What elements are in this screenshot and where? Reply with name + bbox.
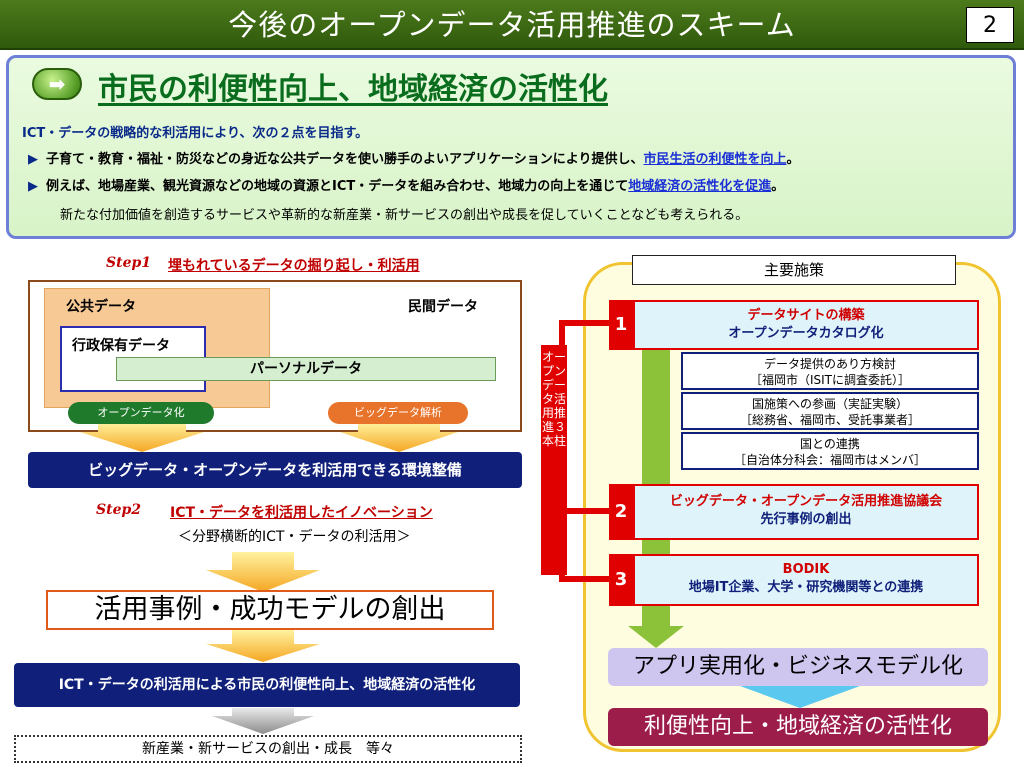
pillar-label: オープンデータ活用推進３本柱 <box>541 350 566 448</box>
bullet-2-text: 例えば、地場産業、観光資源などの地域の資源とICT・データを組み合わせ、地域力の… <box>46 179 629 194</box>
arrow-glyph: ➡ <box>48 72 66 96</box>
bullet-1-text: 子育て・教育・福祉・防災などの身近な公共データを使い勝手のよいアプリケーションに… <box>46 152 644 167</box>
subitem-line2: ［福岡市（ISITに調査委託）］ <box>749 373 911 387</box>
open-data-oval: オープンデータ化 <box>68 402 214 424</box>
environment-bar: ビッグデータ・オープンデータを利活用できる環境整備 <box>28 452 522 488</box>
connector-line <box>559 320 565 350</box>
policy-item-1: データサイトの構築 オープンデータカタログ化 <box>633 300 979 350</box>
policy-item-3: BODIK 地場IT企業、大学・研究機関等との連携 <box>633 554 979 606</box>
bullet-2-link[interactable]: 地域経済の活性化を促進 <box>628 179 772 194</box>
connector-line <box>565 508 609 514</box>
arrow-down-icon <box>80 422 204 452</box>
summary-bullet-2: ▶ 例えば、地場産業、観光資源などの地域の資源とICT・データを組み合わせ、地域力… <box>28 175 784 194</box>
private-data-label: 民間データ <box>408 299 478 315</box>
admin-data-label: 行政保有データ <box>72 338 170 354</box>
policy-item-line2: 先行事例の創出 <box>760 512 852 527</box>
app-business-box: アプリ実用化・ビジネスモデル化 <box>608 648 988 686</box>
result-bar: ICT・データの利活用による市民の利便性向上、地域経済の活性化 <box>14 663 520 707</box>
policy-subitem-2: 国施策への参画（実証実験） ［総務省、福岡市、受託事業者］ <box>681 392 979 430</box>
summary-intro: ICT・データの戦略的な利活用により、次の２点を目指す。 <box>22 126 369 141</box>
step2-label: Step2 <box>96 502 142 518</box>
model-box: 活用事例・成功モデルの創出 <box>46 590 494 630</box>
arrow-down-icon <box>340 422 458 452</box>
policy-item-2: ビッグデータ・オープンデータ活用推進協議会 先行事例の創出 <box>633 484 979 540</box>
pillar-bar <box>541 345 567 575</box>
arrow-down-icon <box>206 630 320 662</box>
new-business-box: 新産業・新サービスの創出・成長 等々 <box>14 735 522 763</box>
arrow-down-icon <box>206 552 320 592</box>
summary-heading: 市民の利便性向上、地域経済の活性化 <box>98 72 608 107</box>
bullet-1-link[interactable]: 市民生活の利便性を向上 <box>643 152 787 167</box>
bullet-icon: ▶ <box>28 152 38 167</box>
policy-number: 1 <box>609 300 633 350</box>
policy-title: 主要施策 <box>632 255 956 285</box>
title-bar <box>0 0 1024 50</box>
summary-note: 新たな付加価値を創造するサービスや革新的な新産業・新サービスの創出や成長を促して… <box>60 208 749 223</box>
policy-item-line1: ビッグデータ・オープンデータ活用推進協議会 <box>669 494 943 509</box>
bullet-1-end: 。 <box>786 152 800 167</box>
public-data-label: 公共データ <box>66 299 136 315</box>
step1-title: 埋もれているデータの掘り起し・利活用 <box>168 258 420 274</box>
policy-item-line2: オープンデータカタログ化 <box>728 326 884 341</box>
bullet-icon: ▶ <box>28 179 38 194</box>
summary-bullet-1: ▶ 子育て・教育・福祉・防災などの身近な公共データを使い勝手のよいアプリケーション… <box>28 148 800 167</box>
step1-label: Step1 <box>106 255 152 271</box>
policy-item-line1: データサイトの構築 <box>747 308 865 323</box>
policy-item-line1: BODIK <box>782 562 830 577</box>
connector-line <box>559 576 609 582</box>
personal-data-label: パーソナルデータ <box>250 361 362 377</box>
step2-subtitle: ＜分野横断的ICT・データの利活用＞ <box>178 529 411 545</box>
policy-subitem-1: データ提供のあり方検討 ［福岡市（ISITに調査委託）］ <box>681 352 979 390</box>
summary-panel <box>6 55 1016 239</box>
personal-data-box <box>116 357 496 381</box>
arrow-down-icon <box>740 686 860 708</box>
page-number: 2 <box>966 7 1014 43</box>
subitem-line1: 国との連携 <box>800 437 860 451</box>
big-data-oval: ビッグデータ解析 <box>328 402 468 424</box>
policy-number: 3 <box>609 554 633 606</box>
slide-title: 今後のオープンデータ活用推進のスキーム <box>228 8 796 42</box>
vitalization-box: 利便性向上・地域経済の活性化 <box>608 708 988 746</box>
arrow-down-icon <box>212 708 314 734</box>
subitem-line1: 国施策への参画（実証実験） <box>751 397 908 411</box>
policy-subitem-3: 国との連携 ［自治体分科会：福岡市はメンバ］ <box>681 432 979 470</box>
subitem-line2: ［自治体分科会：福岡市はメンバ］ <box>733 453 926 467</box>
step2-title: ICT・データを利活用したイノベーション <box>170 505 433 521</box>
bullet-2-end: 。 <box>771 179 785 194</box>
policy-number: 2 <box>609 484 633 540</box>
arrow-right-icon: ➡ <box>32 68 82 100</box>
connector-line <box>559 320 609 326</box>
subitem-line2: ［総務省、福岡市、受託事業者］ <box>739 413 920 427</box>
policy-item-line2: 地場IT企業、大学・研究機関等との連携 <box>688 580 924 595</box>
subitem-line1: データ提供のあり方検討 <box>763 357 896 371</box>
